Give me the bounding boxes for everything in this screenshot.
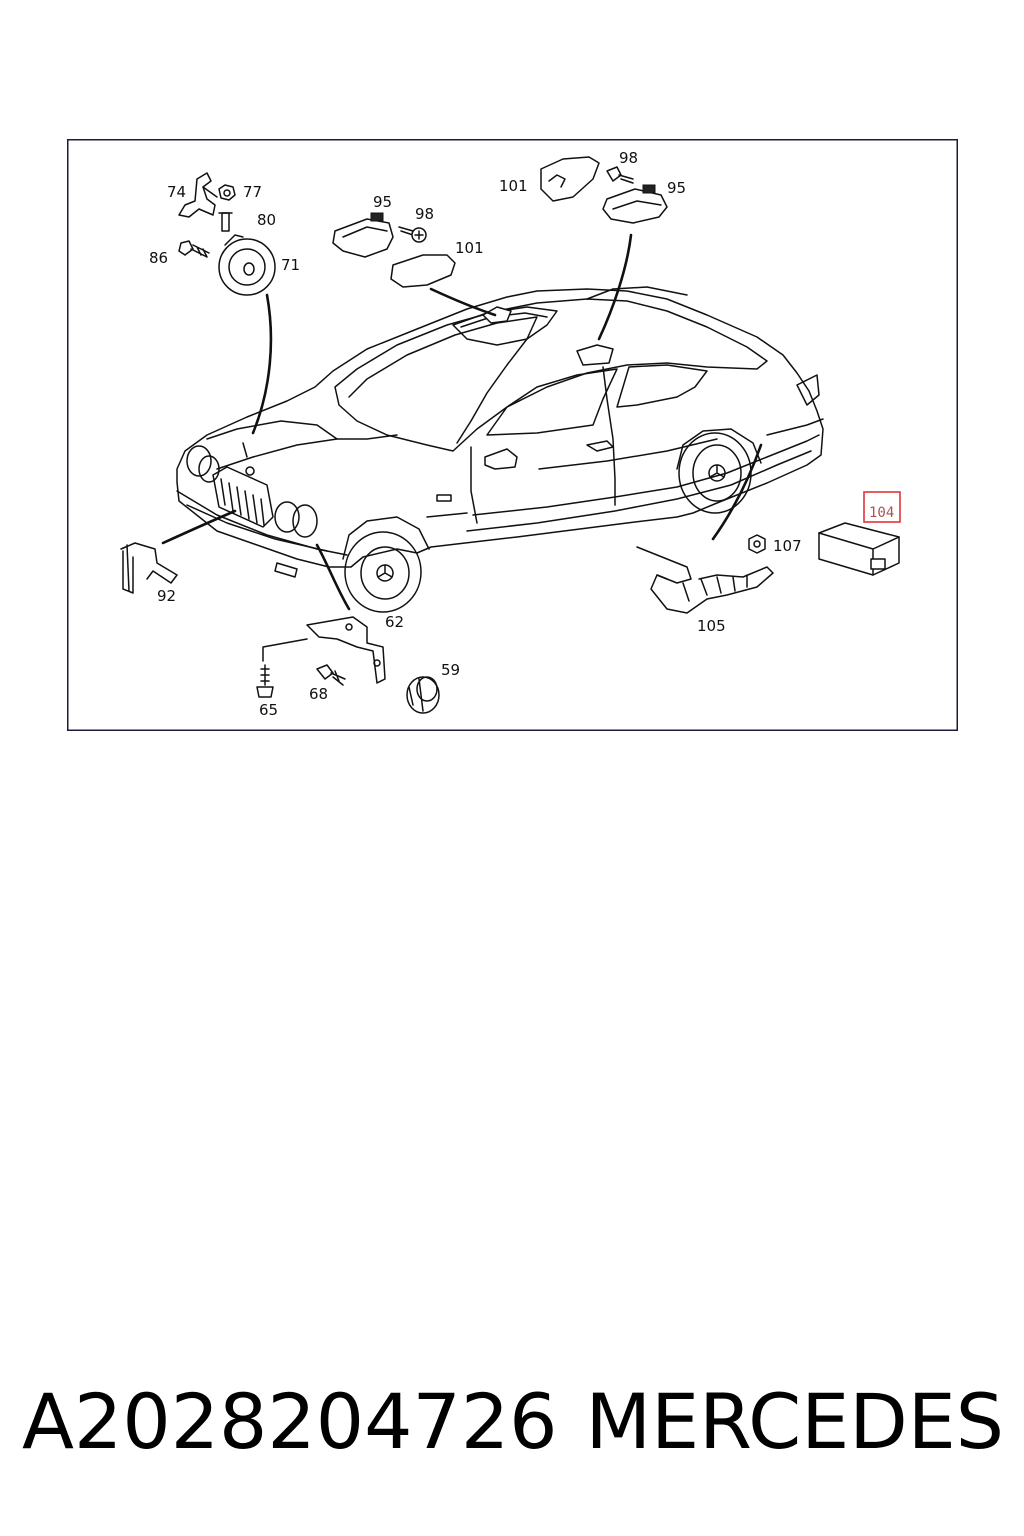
callout-101-right: 101 [499,177,528,195]
callout-104-highlight [863,491,901,523]
part-92-bracket [120,542,178,594]
parts-diagram: 74 77 80 86 71 95 98 101 101 98 95 92 62… [67,139,958,731]
callout-104: 104 [869,505,894,521]
part-77-nut [218,184,236,201]
footer: A2028204726 MERCEDES [22,1372,1012,1472]
callout-98-right: 98 [619,149,638,167]
callout-95-left: 95 [373,193,392,211]
part-107-nut [748,534,766,554]
part-98-screw-left [398,226,427,243]
part-95-sensor-left [332,212,394,258]
part-98-screw-right [606,166,634,184]
part-95-sensor-right [602,184,668,224]
callout-98-left: 98 [415,205,434,223]
callout-labels: 74 77 80 86 71 95 98 101 101 98 95 92 62… [149,149,901,719]
diagram-border [67,139,958,731]
callout-59: 59 [441,661,460,679]
callout-74: 74 [167,183,186,201]
callout-62: 62 [385,613,404,631]
leader-lines [161,233,763,662]
part-71-horn [218,234,276,296]
callout-80: 80 [257,211,276,229]
callout-68: 68 [309,685,328,703]
part-86-screw [178,240,210,258]
part-74-bracket [178,172,218,218]
part-65-screw [256,664,274,698]
part-68-bolt [316,664,346,686]
callout-77: 77 [243,183,262,201]
part-62-bracket [306,616,386,684]
part-number: A2028204726 [22,1377,558,1466]
part-101-cover-right [540,156,600,202]
callout-101-left: 101 [455,239,484,257]
callout-65: 65 [259,701,278,719]
part-59-grommet [406,676,440,714]
callout-92: 92 [157,587,176,605]
callout-71: 71 [281,256,300,274]
callout-95-right: 95 [667,179,686,197]
car-illustration [176,286,824,613]
callout-86: 86 [149,249,168,267]
part-80-bolt [218,212,233,232]
brand-name: MERCEDES [585,1377,1004,1466]
callout-107: 107 [773,537,802,555]
diagram-canvas: 74 77 80 86 71 95 98 101 101 98 95 92 62… [67,139,958,731]
callout-105: 105 [697,617,726,635]
part-105-bracket [636,546,774,614]
part-104-control-unit [818,522,900,576]
part-101-cover-left [390,254,456,288]
